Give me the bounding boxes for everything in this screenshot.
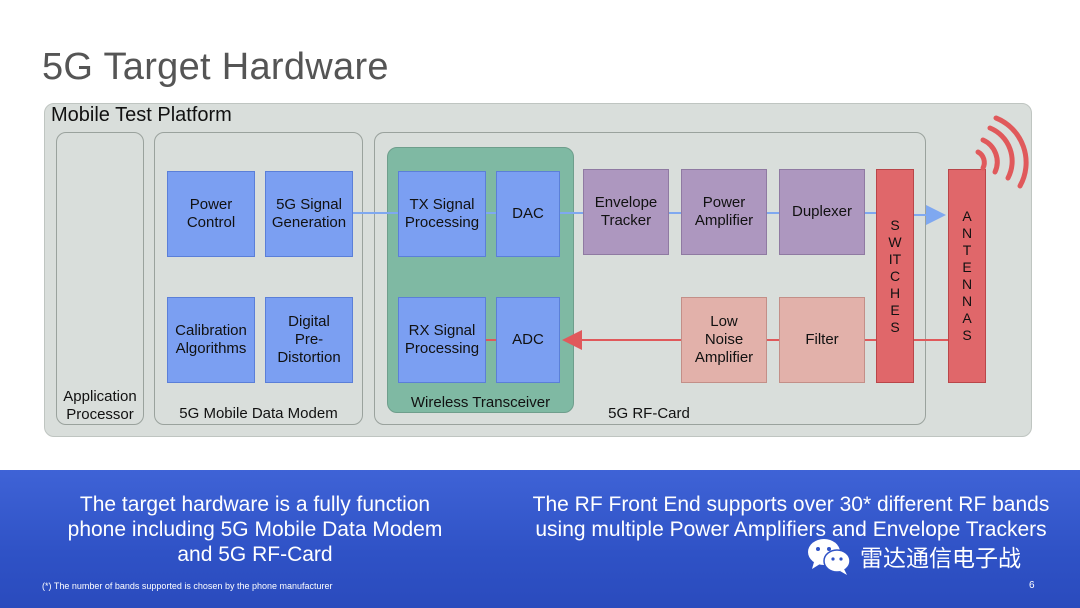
low-noise-amplifier-block: Low Noise Amplifier xyxy=(681,297,767,383)
radio-waves-icon xyxy=(975,115,1029,189)
application-processor-region xyxy=(56,132,144,425)
duplexer-block: Duplexer xyxy=(779,169,865,255)
wechat-icon xyxy=(808,539,851,575)
digital-predistortion-block: Digital Pre-Distortion xyxy=(265,297,353,383)
adc-block: ADC xyxy=(496,297,560,383)
envelope-tracker-block: Envelope Tracker xyxy=(583,169,669,255)
power-amplifier-block: Power Amplifier xyxy=(681,169,767,255)
modem-label: 5G Mobile Data Modem xyxy=(179,405,338,422)
signal-generation-block: 5G Signal Generation xyxy=(265,171,353,257)
platform-title: Mobile Test Platform xyxy=(51,104,232,126)
dac-block: DAC xyxy=(496,171,560,257)
filter-block: Filter xyxy=(779,297,865,383)
watermark: 雷达通信电子战 xyxy=(806,536,1021,576)
wireless-transceiver-label: Wireless Transceiver xyxy=(410,394,551,411)
rx-signal-processing-block: RX Signal Processing xyxy=(398,297,486,383)
right-summary-text: The RF Front End supports over 30* diffe… xyxy=(532,493,1050,541)
watermark-text: 雷达通信电子战 xyxy=(860,545,1021,571)
page-number: 6 xyxy=(1029,580,1035,591)
left-summary-text: The target hardware is a fully function … xyxy=(67,493,443,566)
switches-block xyxy=(876,169,914,383)
summary-band xyxy=(0,470,1080,608)
antennas-block xyxy=(948,169,986,383)
rf-card-label: 5G RF-Card xyxy=(608,405,690,422)
tx-signal-processing-block: TX Signal Processing xyxy=(398,171,486,257)
footnote: (*) The number of bands supported is cho… xyxy=(42,581,333,591)
slide-title: 5G Target Hardware xyxy=(42,46,389,88)
power-control-block: Power Control xyxy=(167,171,255,257)
application-processor-label: Application Processor xyxy=(63,388,137,423)
antennas-label: ANTENNAS xyxy=(961,208,973,343)
calibration-algorithms-block: Calibration Algorithms xyxy=(167,297,255,383)
switches-label: SWITCHES xyxy=(888,216,902,335)
